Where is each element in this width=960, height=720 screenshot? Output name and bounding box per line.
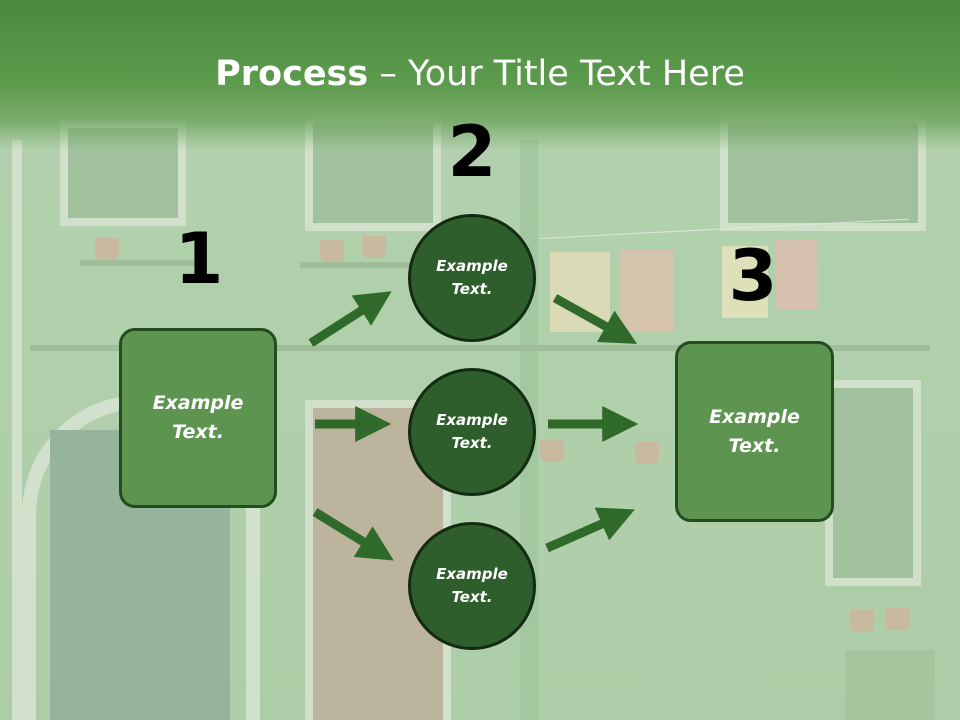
page-title: Process – Your Title Text Here: [0, 50, 960, 98]
bg-ledge: [30, 345, 930, 351]
arrow-box1-to-circle-bottom: [312, 508, 394, 561]
circle-middle-text: Example Text.: [436, 411, 508, 452]
bg-pot: [635, 442, 659, 464]
circle-bottom-text: Example Text.: [436, 565, 508, 606]
circle-middle[interactable]: Example Text.: [408, 368, 536, 496]
step-number-1: 1: [174, 218, 224, 300]
arrow-circle-top-to-box3: [552, 294, 638, 344]
bg-ledge: [300, 262, 420, 268]
bg-pot: [885, 608, 909, 630]
title-bold: Process: [215, 54, 369, 94]
bg-pot: [850, 610, 874, 632]
step-number-3: 3: [728, 235, 778, 317]
bg-pot: [320, 240, 344, 262]
title-band: [0, 0, 960, 150]
bg-ledge: [80, 260, 200, 266]
step-3-text: Example Text.: [709, 405, 800, 457]
title-rest: – Your Title Text Here: [368, 54, 745, 94]
bg-pot: [95, 238, 119, 260]
circle-bottom[interactable]: Example Text.: [408, 522, 536, 650]
step-1-text: Example Text.: [152, 392, 244, 443]
circle-top[interactable]: Example Text.: [408, 214, 536, 342]
step-1-box[interactable]: Example Text.: [119, 328, 277, 508]
step-3-box[interactable]: Example Text.: [675, 341, 834, 522]
step-number-2: 2: [447, 111, 497, 193]
bg-pot: [540, 440, 564, 462]
bg-door: [845, 650, 935, 720]
bg-pot: [362, 236, 386, 258]
bg-cloth: [722, 246, 768, 318]
arrow-circle-bottom-to-box3: [545, 507, 635, 553]
bg-cloth: [776, 240, 818, 310]
bg-pipe: [12, 140, 22, 720]
arrow-box1-to-circle-top: [308, 291, 392, 347]
circle-top-text: Example Text.: [436, 257, 508, 298]
